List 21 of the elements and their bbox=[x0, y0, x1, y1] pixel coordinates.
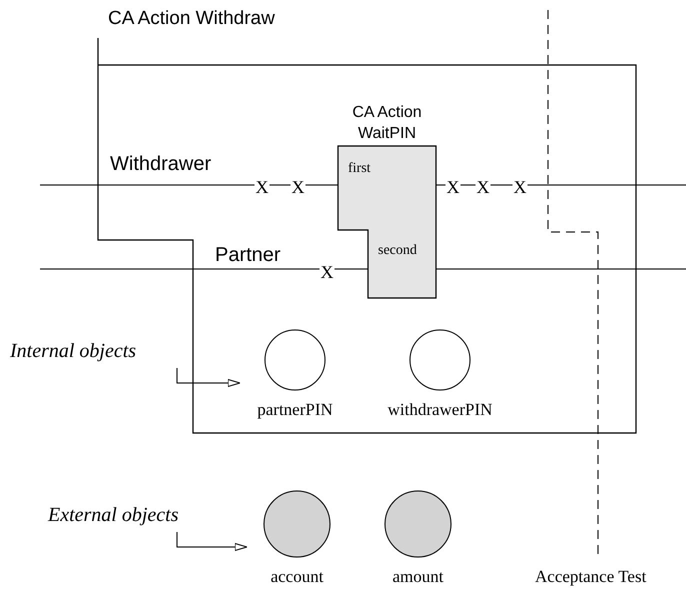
role-label: first bbox=[348, 161, 371, 177]
category-label: Internal objects bbox=[10, 340, 136, 363]
event-mark: X bbox=[476, 178, 490, 196]
event-mark: X bbox=[512, 178, 528, 196]
action-title: CA Action Withdraw bbox=[108, 7, 275, 31]
role-label: second bbox=[378, 243, 417, 259]
object-name: account bbox=[270, 567, 324, 587]
event-mark: X bbox=[320, 263, 334, 281]
lane-label: Partner bbox=[215, 245, 281, 265]
event-mark: X bbox=[446, 178, 460, 196]
lane-label: Withdrawer bbox=[110, 154, 212, 174]
action-title: CA Action WaitPIN bbox=[351, 103, 423, 144]
event-mark: X bbox=[290, 178, 306, 196]
boundary-label: Acceptance Test bbox=[535, 568, 646, 585]
object-name: amount bbox=[392, 567, 444, 587]
arrow bbox=[176, 532, 248, 551]
arrow bbox=[176, 368, 240, 387]
object-name: withdrawerPIN bbox=[386, 400, 494, 420]
category-label: External objects bbox=[48, 504, 179, 527]
object-name: partnerPIN bbox=[256, 400, 334, 420]
event-mark: X bbox=[254, 178, 270, 196]
